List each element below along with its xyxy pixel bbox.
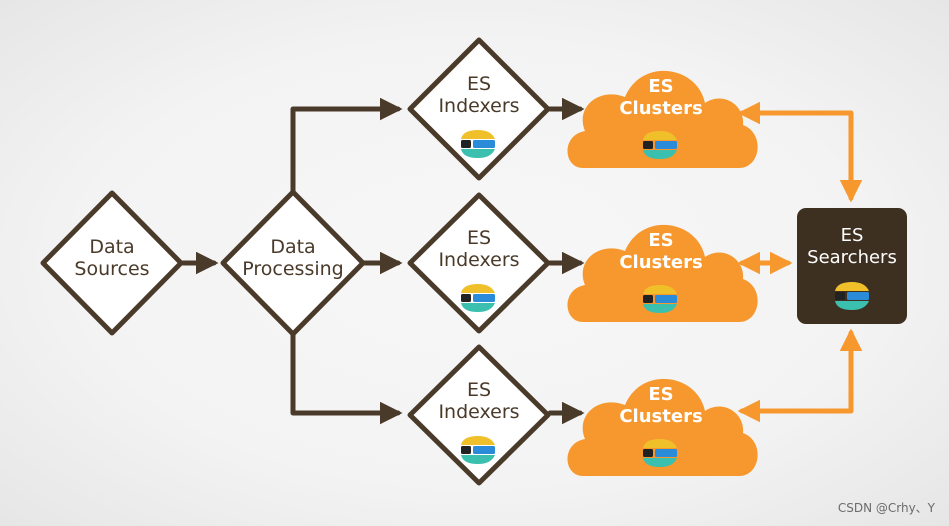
elastic-logo-icon: [643, 285, 677, 313]
elastic-logo-icon: [461, 130, 495, 158]
connector-processing-to-indexer-bottom: [290, 331, 403, 425]
es-indexer-diamond-bottom: [407, 344, 551, 486]
es-searchers-box: [797, 208, 907, 324]
data-sources-diamond: [40, 190, 184, 336]
elastic-logo-icon: [835, 282, 869, 310]
connector-cluster-top-to-searchers: [737, 101, 863, 203]
watermark-text: CSDN @Crhy、Y: [837, 501, 935, 515]
es-indexer-diamond-top: [407, 37, 551, 181]
elastic-logo-icon: [461, 284, 495, 312]
data-processing-diamond: [220, 189, 366, 337]
elastic-logo-icon: [643, 439, 677, 467]
es-indexer-diamond-middle: [407, 192, 551, 334]
connectors: [180, 97, 585, 425]
connector-processing-to-indexer-top: [290, 97, 403, 195]
search-connectors: [737, 101, 863, 423]
connector-cluster-bottom-to-searchers: [737, 328, 863, 423]
elastic-logo-icon: [461, 436, 495, 464]
elastic-logo-icon: [643, 131, 677, 159]
